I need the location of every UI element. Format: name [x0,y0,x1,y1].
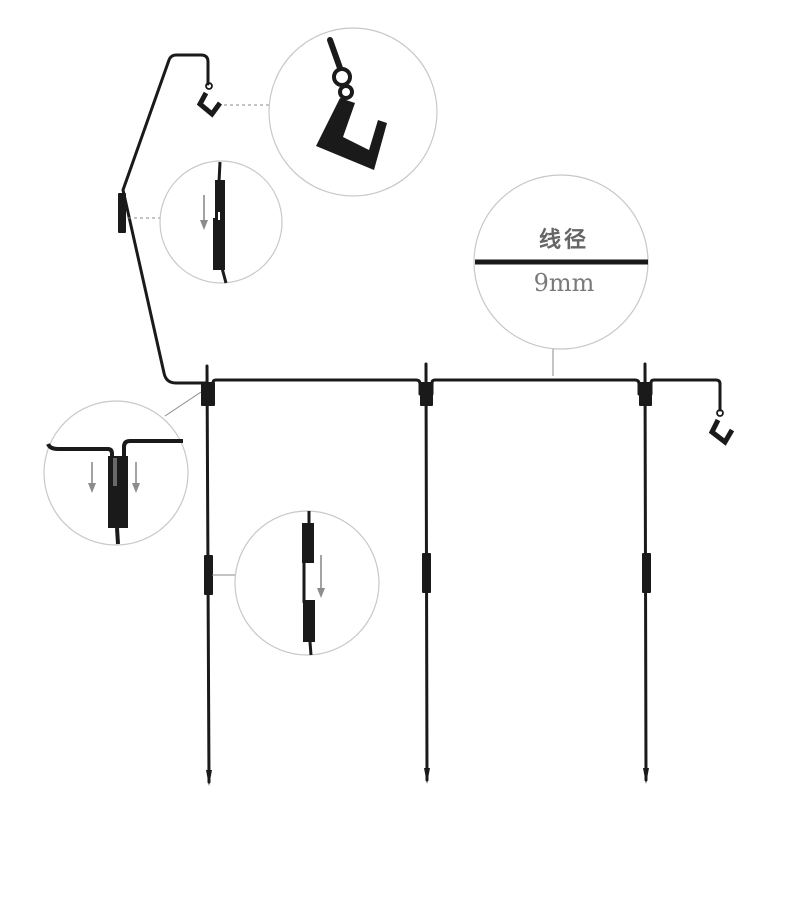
hanging-arm [121,53,210,385]
end-hook-icon [708,409,735,446]
pole-1-spike [206,770,212,786]
top-connector-1 [201,382,215,406]
down-arrow-icon [88,483,96,493]
zoom-arm-joint [128,160,283,284]
top-rail-1 [211,378,422,396]
mid-connector-2 [422,553,431,593]
main-stand [118,53,735,786]
arm-connector [118,193,126,233]
zoom-hook [224,27,438,197]
hook-icon [316,98,387,170]
down-arrow-icon [317,588,325,598]
wire-gauge-label: 线径 [539,227,589,253]
mid-connector-1 [204,555,213,595]
pole-3-spike [643,768,649,784]
top-connector-3 [639,382,652,406]
arm-hook-icon [196,82,223,118]
top-connector-2 [420,382,433,406]
zoom-top-connector [43,391,202,546]
top-rail-2 [430,378,641,396]
pole-2-spike [424,768,430,784]
down-arrow-icon [132,483,140,493]
wire-gauge-value: 9mm [534,269,595,297]
down-arrow-icon [200,220,208,230]
mid-connector-3 [642,553,651,593]
zoom-mid-connector [212,510,380,656]
zoom-wire-gauge: 线径 9mm [473,174,649,376]
top-rail-3 [649,378,722,412]
